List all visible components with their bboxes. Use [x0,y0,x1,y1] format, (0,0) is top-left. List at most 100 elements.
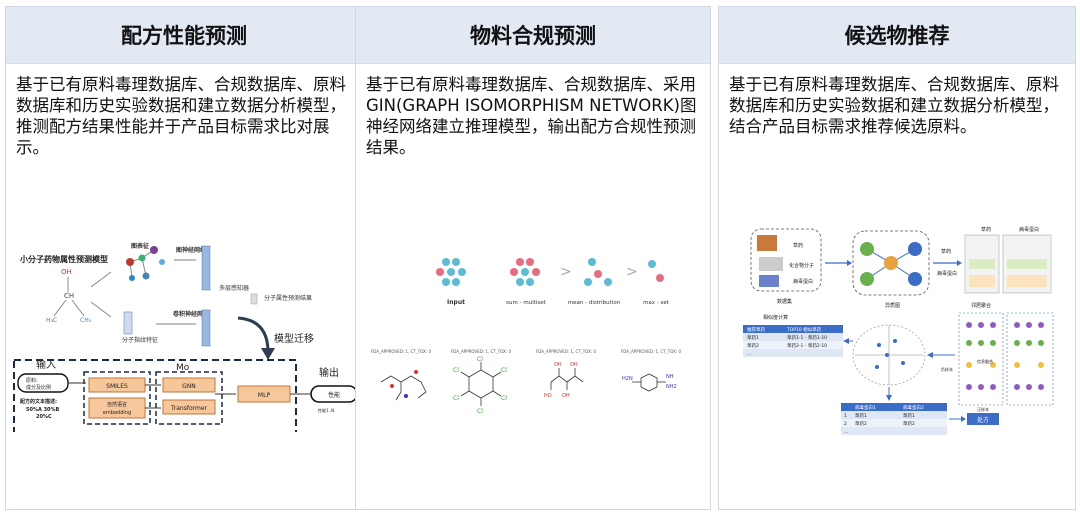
agg-input [436,258,466,286]
fda-label-3: FDA_APPROVED: 1, CT_TOX: 0 [536,349,596,354]
mlp-top-label: 多层感知器 [219,284,249,292]
table1-cell: 草药1-1 - 草药1-10 [787,334,827,341]
herb2-label: 草药 [941,248,951,255]
panel-description: 基于已有原料毒理数据库、合规数据库、原料数据库和历史实验数据和建立数据分析模型，… [16,75,346,157]
agg-sum [510,258,540,286]
svg-text:Cl: Cl [453,367,459,374]
pos-label: 正样本 [977,406,989,412]
molecule-bonds [53,271,112,318]
sim-calc-label: 相似度计算 [763,314,788,321]
transformer-box: Transformer [170,405,208,412]
agg-label-input: Input [447,299,465,306]
table2-cell: 草药2 [903,420,915,427]
dataset-label: 数据集 [777,298,792,305]
svg-text:HO: HO [544,393,552,399]
panel-title: 配方性能预测 [6,7,362,64]
gin-aggregation-diagram: > > Input sum - multiset mean - distribu… [371,258,681,415]
table2-header: 病毒蛋白1 [855,404,876,411]
svg-text:Cl: Cl [501,367,507,374]
svg-text:NH2: NH2 [666,384,677,390]
molecule-3: OH OH OH HO [544,362,584,399]
fp-label: 分子指纹特征 [122,336,158,344]
output-label: 输出 [319,366,339,379]
agg-label-sum: sum - multiset [506,300,546,306]
protein2-label: 病毒蛋白 [937,270,957,277]
col-protein-label: 病毒蛋白 [1019,226,1039,233]
svg-text:OH: OH [554,362,562,368]
graph-representation [126,246,165,281]
fda-label-4: FDA_APPROVED: 1, CT_TOX: 0 [621,349,681,354]
herb-label: 草药 [793,242,803,249]
panel-description: 基于已有原料毒理数据库、合规数据库、原料数据库和历史实验数据和建立数据分析模型，… [729,75,1059,136]
gnn-box: GNN [182,383,196,390]
molecule-1 [380,370,427,401]
protein-label: 病毒蛋白 [793,278,813,285]
agg-mean [584,258,612,286]
input-box-l2: 成分及比例 [26,384,51,391]
gt-icon: > [560,264,572,280]
col-herb-label: 草药 [981,226,991,233]
mol-h3c: H₃C [46,317,57,324]
table2-cell: 1 [844,413,847,419]
similarity-table: 推荐草药 TOP10 相似草药 草药1 草药1-1 - 草药1-10 草药2 草… [743,325,843,357]
neighbor-nodes [966,322,1044,390]
nlp-box-l1: 自然语言 [107,401,127,408]
mol-title: 小分子药物属性预测模型 [19,254,108,264]
formula-label: 配方的文本描述: [20,398,57,405]
table1-header: 推荐草药 [747,326,765,333]
svg-text:OH: OH [570,362,578,368]
formula-v1: 50%A 30%B [26,407,60,413]
panel-formula-performance: 配方性能预测 基于已有原料毒理数据库、合规数据库、原料数据库和历史实验数据和建立… [5,6,363,510]
hetero-label: 异质图 [885,302,900,309]
panel-description: 基于已有原料毒理数据库、合规数据库、采用 GIN(GRAPH ISOMORPHI… [366,75,697,157]
embedding-space [852,324,926,386]
input-label: 输入 [36,358,56,371]
svg-text:Cl: Cl [453,395,459,402]
mo-label: Mo [176,363,190,373]
fusion-label: 信息融合 [977,358,993,364]
compound-label: 化合物分子 [789,262,814,269]
graph-rep-label: 图表征 [131,242,149,250]
recommendation-table: 病毒蛋白1 病毒蛋白2 1 草药1 草药1 2 草药2 草药2 ... [841,403,947,435]
panel-title: 物料合规预测 [356,7,710,64]
table2-cell: 草药2 [855,420,867,427]
migrate-label: 模型迁移 [274,332,314,345]
svg-text:NH: NH [666,374,674,380]
mlp-box: MLP [258,392,271,399]
gnn-label: 图神经网络 [176,246,206,254]
recommendation-diagram: 草药 化合物分子 病毒蛋白 数据集 异质图 草药 病毒蛋白 草药 病毒蛋白 邻居… [743,226,1054,435]
mol-ch: CH [64,292,74,300]
table1-cell: ... [747,352,751,357]
performance-model-diagram: 小分子药物属性预测模型 OH CH H₃C CH₃ 图表征 图神经网络 多层感知… [13,242,358,432]
table2-cell: ... [844,430,848,435]
svg-text:Cl: Cl [477,356,483,363]
table1-header: TOP10 相似草药 [786,326,822,333]
neg-label: 负样本 [941,366,953,372]
svg-text:OH: OH [562,393,570,399]
agg-max [648,260,664,282]
smiles-box: SMILES [106,383,128,390]
panel-title: 候选物推荐 [719,7,1075,64]
table1-cell: 草药2 [747,342,759,349]
panel-candidate-recommendation: 候选物推荐 基于已有原料毒理数据库、合规数据库、原料数据库和历史实验数据和建立数… [718,6,1076,510]
neighbor-label: 邻居聚合 [971,302,991,309]
svg-text:Cl: Cl [477,408,483,415]
mol-ch3: CH₃ [80,317,92,324]
table2-cell: 草药1 [855,412,867,419]
hetero-graph [860,242,922,286]
formula-v2: 20%C [36,414,52,420]
cnn-label: 卷积神经网络 [172,310,209,318]
fda-label-2: FDA_APPROVED: 1, CT_TOX: 0 [451,349,511,354]
nlp-box-l2: embedding [103,410,131,416]
table1-cell: 草药1 [747,334,759,341]
panel-material-compliance: 物料合规预测 基于已有原料毒理数据库、合规数据库、采用 GIN(GRAPH IS… [355,6,711,510]
gt-icon: > [626,264,638,280]
agg-label-max: max - set [643,300,670,306]
perf-sub: 性能1..N [318,407,334,413]
perf-box: 性能 [328,391,340,399]
fda-label-1: FDA_APPROVED: 1, CT_TOX: 0 [371,349,431,354]
prescription-label: 处方 [977,416,989,424]
result-label: 分子属性预测结果 [264,294,312,302]
